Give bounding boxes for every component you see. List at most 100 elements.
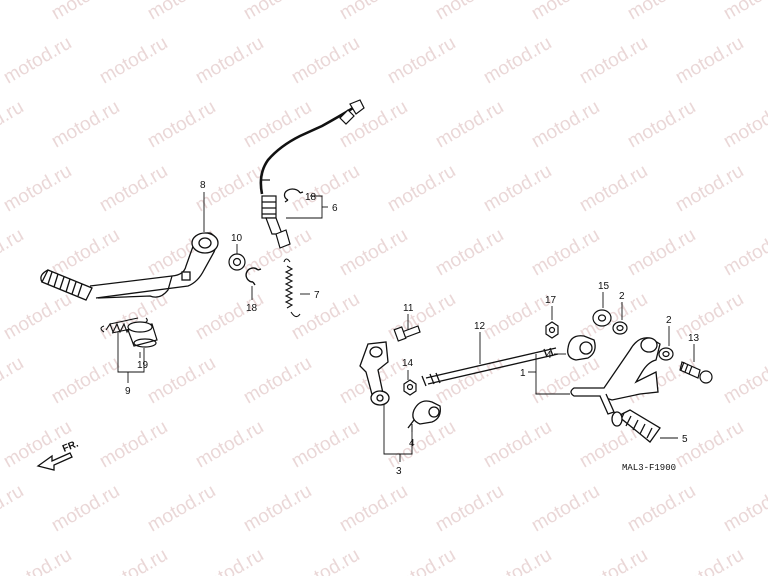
washer-10[interactable]	[228, 253, 246, 271]
watermark-text: motod.ru	[528, 0, 603, 24]
watermark-text: motod.ru	[48, 353, 123, 409]
watermark-text: motod.ru	[240, 0, 315, 24]
tie-rod-joint-upper[interactable]	[567, 335, 596, 361]
collar-2-left[interactable]	[612, 321, 628, 335]
watermark-text: motod.ru	[192, 417, 267, 473]
switch-spring[interactable]	[283, 258, 301, 318]
watermark-text: motod.ru	[720, 225, 768, 281]
watermark-text: motod.ru	[240, 353, 315, 409]
callout-4-lower: 4	[409, 438, 415, 449]
watermark-text: motod.ru	[624, 225, 699, 281]
callout-5: 5	[682, 434, 688, 445]
watermark-text: motod.ru	[96, 545, 171, 576]
watermark-text: motod.ru	[624, 0, 699, 24]
watermark-text: motod.ru	[576, 289, 651, 345]
watermark-text: motod.ru	[0, 97, 27, 153]
gearshift-footrest-rubber[interactable]	[611, 409, 661, 443]
watermark-text: motod.ru	[96, 161, 171, 217]
watermark-text: motod.ru	[288, 545, 363, 576]
watermark-text: motod.ru	[336, 225, 411, 281]
callout-7: 7	[314, 290, 320, 301]
callout-13: 13	[688, 333, 700, 344]
watermark-text: motod.ru	[0, 0, 27, 24]
watermark-text: motod.ru	[144, 0, 219, 24]
watermark-text: motod.ru	[0, 481, 27, 537]
callout-11: 11	[403, 303, 414, 314]
watermark-text: motod.ru	[672, 289, 747, 345]
watermark-text: motod.ru	[624, 97, 699, 153]
watermark-text: motod.ru	[576, 161, 651, 217]
watermark-text: motod.ru	[720, 481, 768, 537]
washer-15[interactable]	[592, 309, 612, 327]
watermark-text: motod.ru	[144, 353, 219, 409]
watermark-text: motod.ru	[0, 545, 75, 576]
watermark-text: motod.ru	[576, 33, 651, 89]
watermark-text: motod.ru	[288, 289, 363, 345]
watermark-text: motod.ru	[240, 97, 315, 153]
pivot-collar[interactable]	[127, 321, 158, 348]
watermark-text: motod.ru	[0, 161, 75, 217]
watermark-text: motod.ru	[96, 33, 171, 89]
callout-10: 10	[231, 233, 243, 244]
callout-2-right: 2	[666, 315, 672, 326]
watermark-text: motod.ru	[288, 33, 363, 89]
watermark-text: motod.ru	[432, 225, 507, 281]
callout-2-left: 2	[619, 291, 625, 302]
nut-14[interactable]	[403, 379, 417, 396]
bolt-13[interactable]	[679, 361, 713, 384]
snap-ring-upper[interactable]	[283, 188, 304, 203]
brake-light-switch[interactable]	[259, 99, 365, 249]
watermark-text: motod.ru	[384, 33, 459, 89]
bolt-11[interactable]	[393, 325, 421, 342]
watermark-text: motod.ru	[480, 161, 555, 217]
watermark-text: motod.ru	[144, 97, 219, 153]
watermark-text: motod.ru	[480, 417, 555, 473]
watermark-text: motod.ru	[0, 225, 27, 281]
watermark-text: motod.ru	[336, 481, 411, 537]
watermark-text: motod.ru	[384, 161, 459, 217]
watermark-text: motod.ru	[528, 481, 603, 537]
watermark-text: motod.ru	[288, 161, 363, 217]
watermark-text: motod.ru	[0, 33, 75, 89]
callout-8: 8	[200, 180, 206, 191]
watermark-text: motod.ru	[336, 97, 411, 153]
callout-17: 17	[545, 295, 557, 306]
watermark-text: motod.ru	[48, 97, 123, 153]
watermark-text: motod.ru	[720, 97, 768, 153]
watermark-text: motod.ru	[432, 97, 507, 153]
callout-4-upper: 4	[546, 350, 552, 361]
watermark-text: motod.ru	[432, 481, 507, 537]
leader-lines	[117, 192, 695, 462]
watermark-text: motod.ru	[48, 225, 123, 281]
callout-18-upper: 18	[305, 192, 317, 203]
watermark-text: motod.ru	[96, 417, 171, 473]
callout-9: 9	[125, 386, 131, 397]
gearshift-pedal[interactable]	[570, 337, 661, 415]
watermark-text: motod.ru	[144, 481, 219, 537]
watermark-text: motod.ru	[480, 545, 555, 576]
watermark-text: motod.ru	[288, 417, 363, 473]
watermark-text: motod.ru	[384, 417, 459, 473]
gearshift-arm[interactable]	[359, 341, 390, 406]
watermark-text: motod.ru	[528, 97, 603, 153]
brake-pedal[interactable]	[40, 232, 219, 301]
watermark-text: motod.ru	[240, 481, 315, 537]
callout-1: 1	[520, 368, 526, 379]
callout-12: 12	[474, 321, 486, 332]
watermark-text: motod.ru	[336, 0, 411, 24]
watermark-text: motod.ru	[48, 481, 123, 537]
tie-rod-joint-lower[interactable]	[407, 400, 441, 429]
watermark-text: motod.ru	[672, 161, 747, 217]
nut-17[interactable]	[545, 321, 559, 339]
callout-18-lower: 18	[246, 303, 258, 314]
collar-2-right[interactable]	[658, 347, 674, 361]
snap-ring-lower[interactable]	[245, 267, 262, 286]
watermark-text: motod.ru	[528, 225, 603, 281]
watermark-text: motod.ru	[720, 353, 768, 409]
watermark-text: motod.ru	[0, 289, 75, 345]
watermark-text: motod.ru	[720, 0, 768, 24]
watermark-text: motod.ru	[192, 545, 267, 576]
watermark-text: motod.ru	[480, 33, 555, 89]
watermark-text: motod.ru	[0, 353, 27, 409]
